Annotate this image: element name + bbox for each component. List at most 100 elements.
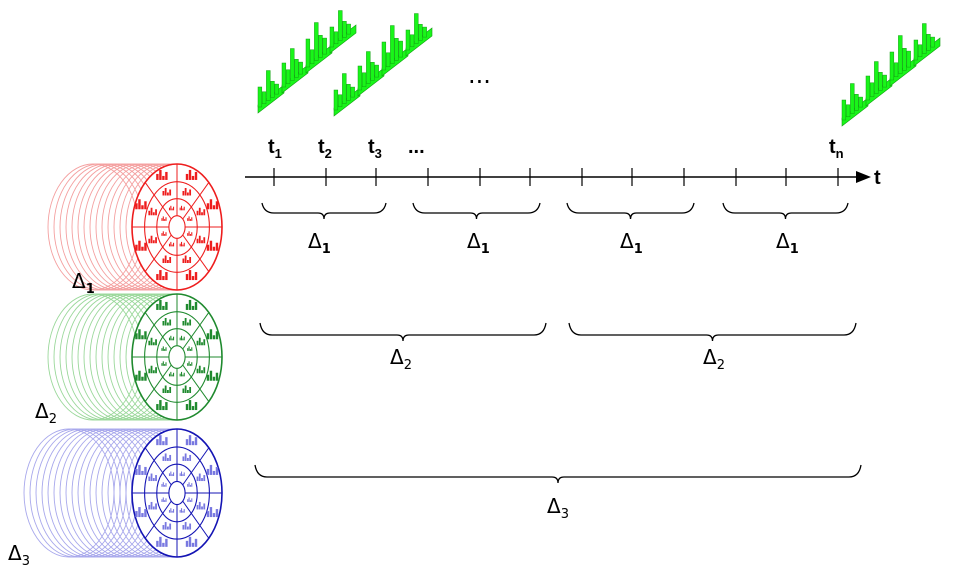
disc-spoke: [182, 364, 210, 402]
sector-histogram-bar: [170, 205, 172, 211]
tick-label-t2-base: t: [318, 136, 325, 158]
sector-histogram-bar: [162, 406, 165, 411]
sector-histogram-bar: [183, 242, 185, 247]
sector-histogram-bar: [171, 208, 173, 211]
sector-histogram-bar: [189, 484, 191, 487]
sector-histogram-bar: [159, 536, 162, 547]
sector-histogram-bar: [171, 510, 173, 513]
sector-histogram-bar: [180, 205, 183, 211]
sector-histogram-bar: [206, 374, 210, 381]
sector-histogram-bar: [198, 501, 201, 510]
sector-histogram-bar: [180, 471, 183, 477]
sector-histogram-bar: [167, 192, 169, 196]
tick-label-t2: t2: [318, 136, 332, 161]
histogram-bar: [889, 51, 895, 81]
disc-spoke: [144, 500, 172, 539]
sector-histogram-bar: [189, 387, 192, 394]
sector-histogram-bar: [162, 456, 165, 461]
sector-histogram-bar: [185, 404, 189, 411]
sector-histogram-bar: [173, 372, 175, 377]
histogram-bar: [261, 91, 267, 105]
sector-histogram-bar: [179, 243, 181, 247]
sector-histogram-bar: [183, 472, 185, 477]
sector-histogram-bar: [196, 504, 199, 510]
sector-histogram-bar: [169, 257, 172, 264]
sector-histogram-bar: [184, 522, 187, 530]
disc-spoke: [144, 364, 172, 402]
delta3-disc-stack: [23, 428, 223, 558]
snapshot-t2: [333, 13, 433, 117]
sector-histogram-bar: [212, 205, 216, 210]
histogram-bar: [266, 70, 271, 101]
sector-histogram-bar: [191, 217, 193, 221]
timeline: t t1 t2 t3 ... tn: [245, 136, 881, 189]
sector-histogram-bar: [188, 216, 190, 221]
sector-histogram-bar: [184, 385, 187, 394]
delta1-label-2-sub: 1: [481, 242, 490, 257]
sector-histogram-bar: [215, 242, 219, 251]
sector-histogram-bar: [170, 508, 172, 513]
sector-histogram-bar: [165, 498, 167, 502]
window-braces: [254, 202, 862, 484]
sector-histogram-bar: [162, 346, 164, 351]
sector-histogram-bar: [148, 340, 151, 346]
sector-histogram-bar: [135, 244, 138, 251]
sector-histogram-bar: [141, 513, 144, 518]
sector-histogram-bar: [169, 523, 172, 530]
sector-histogram-bar: [171, 244, 173, 247]
sector-histogram-bar: [188, 400, 192, 411]
sector-histogram-bar: [185, 303, 189, 310]
sector-histogram-bar: [150, 235, 153, 244]
top-ellipsis: ...: [468, 61, 491, 89]
sector-histogram-bar: [182, 525, 185, 530]
delta1-label-4-symbol: Δ: [776, 229, 790, 253]
sector-histogram-bar: [212, 246, 216, 251]
sector-histogram-bar: [170, 471, 172, 477]
tick-label-t3-base: t: [368, 136, 375, 158]
sector-histogram-bar: [203, 209, 206, 216]
sector-histogram-bar: [191, 498, 193, 502]
sector-histogram-bar: [155, 503, 157, 510]
sector-histogram-bar: [188, 497, 190, 502]
sector-histogram-bar: [186, 260, 189, 264]
histogram-bar: [357, 65, 363, 91]
sector-histogram-bar: [198, 235, 201, 244]
sector-histogram-bar: [138, 507, 141, 518]
histogram-bar: [850, 83, 855, 114]
sector-histogram-bar: [152, 478, 155, 482]
histogram-bar: [346, 23, 351, 35]
histogram-bar: [858, 96, 863, 108]
sector-histogram-bar: [196, 210, 199, 216]
sector-histogram-bar: [148, 504, 151, 510]
sector-histogram-bar: [173, 509, 175, 513]
sector-histogram-bar: [194, 437, 198, 446]
sector-histogram-bar: [184, 255, 187, 264]
sector-histogram-bar: [206, 203, 210, 210]
stack-label-delta2-sub: 2: [49, 412, 57, 427]
sector-histogram-bar: [164, 234, 166, 236]
histogram-bar: [394, 38, 399, 61]
histogram-bar: [878, 72, 883, 91]
sector-histogram-bar: [168, 509, 171, 513]
sector-histogram-bar: [156, 439, 159, 446]
sector-histogram-bar: [188, 482, 190, 487]
sector-histogram-bar: [159, 299, 162, 310]
histogram-bar: [298, 61, 303, 75]
sector-histogram-bar: [164, 317, 167, 326]
sector-histogram-bar: [196, 476, 199, 482]
sector-histogram-bar: [156, 540, 159, 547]
histogram-bar: [322, 37, 327, 55]
histogram-bar: [329, 26, 335, 48]
sector-histogram-bar: [159, 169, 162, 180]
sector-histogram-bar: [191, 175, 195, 180]
sector-histogram-bar: [179, 337, 181, 341]
sector-histogram-bar: [182, 374, 184, 377]
delta2-brace-1: [259, 322, 547, 342]
sector-histogram-bar: [173, 472, 175, 477]
sector-histogram-bar: [162, 497, 164, 502]
histogram-bar: [874, 61, 879, 94]
sector-histogram-bar: [191, 347, 193, 351]
sector-histogram-bar: [189, 349, 191, 351]
sector-histogram-bar: [167, 457, 169, 461]
sector-histogram-bar: [162, 542, 165, 547]
